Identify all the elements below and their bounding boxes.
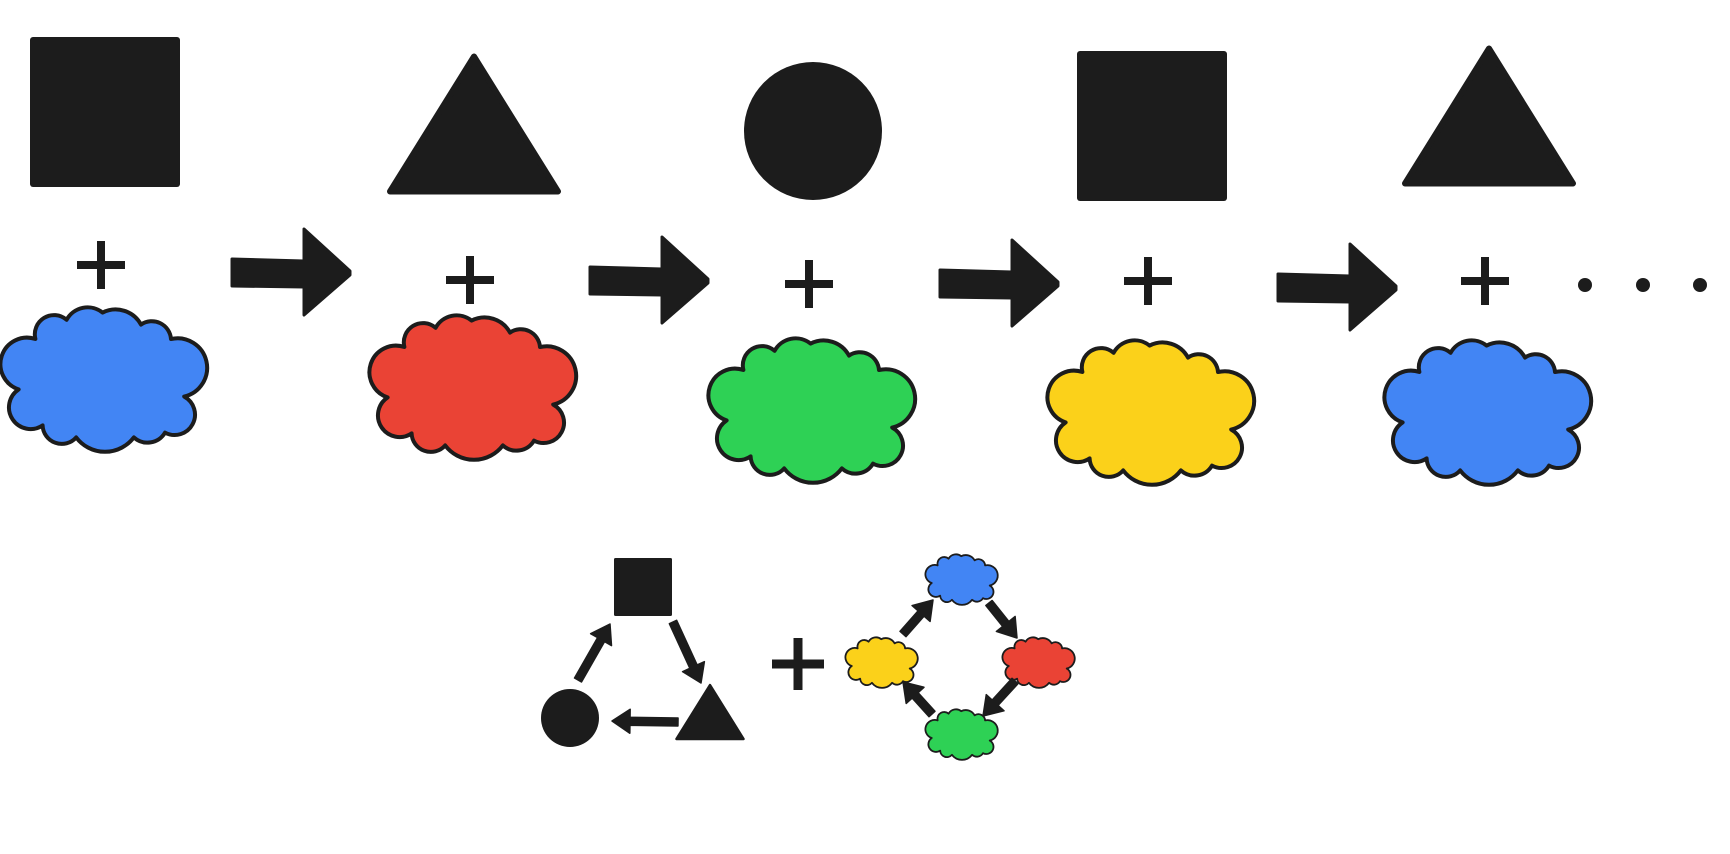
yellow-cloud-icon	[1045, 338, 1257, 487]
plus-icon: +	[785, 260, 833, 308]
blue-cloud-icon	[0, 305, 210, 454]
arrow-icon	[899, 599, 934, 638]
arrow-icon	[902, 681, 936, 718]
cycle-green-cloud-icon	[924, 708, 999, 761]
sequence-step: +	[1382, 45, 1594, 487]
circle-shape	[744, 62, 882, 200]
triangle-shape	[1402, 45, 1576, 187]
blue-cloud-icon	[1382, 338, 1594, 487]
square-shape	[30, 37, 180, 187]
cycle-triangle-icon	[675, 683, 745, 741]
cycle-blue-cloud-icon	[924, 553, 999, 606]
ellipsis-icon: ...	[1578, 278, 1707, 292]
sequence-step: +	[706, 62, 918, 485]
square-shape	[1077, 51, 1227, 201]
sequence-row: + + + + +...	[0, 37, 1707, 487]
arrow-icon	[611, 708, 679, 735]
cycle-yellow-cloud-icon	[844, 636, 919, 689]
arrow-right-icon	[1276, 242, 1398, 332]
arrow-right-icon	[938, 238, 1060, 328]
triangle-shape	[387, 53, 561, 195]
red-cloud-icon	[367, 313, 579, 462]
sequence-step: +	[367, 53, 579, 462]
green-cloud-icon	[706, 336, 918, 485]
arrow-right-icon	[588, 235, 710, 325]
arrow-icon	[668, 619, 706, 684]
sequence-step: +	[1045, 51, 1257, 487]
cycle-summary: +	[541, 553, 1076, 761]
arrow-right-icon	[230, 227, 352, 317]
arrow-icon	[573, 623, 613, 683]
plus-icon: +	[772, 638, 824, 690]
plus-icon: +	[1461, 257, 1509, 305]
arrow-icon	[982, 677, 1019, 717]
sequence-step: +	[0, 37, 210, 454]
cycle-circle-icon	[541, 689, 599, 747]
arrow-icon	[985, 599, 1018, 639]
plus-icon: +	[1124, 257, 1172, 305]
plus-icon: +	[77, 241, 125, 289]
plus-icon: +	[446, 256, 494, 304]
cycle-square-icon	[614, 558, 672, 616]
